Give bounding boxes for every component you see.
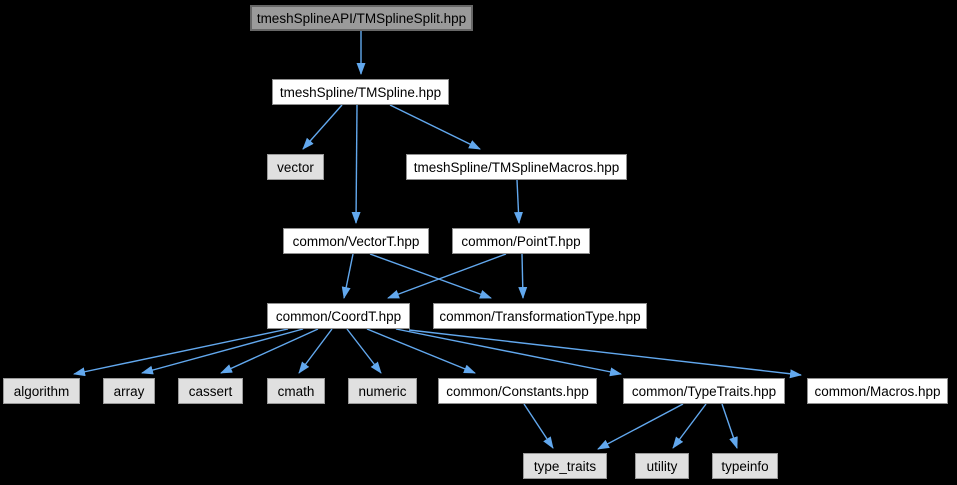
- node-array[interactable]: array: [103, 378, 155, 404]
- edge-coordt-to-macros: [408, 329, 802, 379]
- edge-typetraits-to-typeinfo: [721, 403, 738, 449]
- node-split[interactable]: tmeshSplineAPI/TMSplineSplit.hpp: [250, 5, 473, 31]
- node-algorithm[interactable]: algorithm: [3, 378, 80, 404]
- edge-coordt-to-constants: [366, 328, 476, 374]
- node-label: array: [113, 383, 145, 399]
- node-type_traits[interactable]: type_traits: [523, 453, 607, 479]
- node-label: cassert: [188, 383, 233, 399]
- node-transformationtype[interactable]: common/TransformationType.hpp: [433, 303, 647, 329]
- edge-typetraits-to-utility: [672, 403, 707, 449]
- node-label: vector: [277, 159, 314, 175]
- node-label: type_traits: [533, 458, 597, 474]
- edge-tmspline-to-tmsplinemacros: [389, 104, 481, 150]
- node-constants[interactable]: common/Constants.hpp: [438, 378, 597, 404]
- node-label: typeinfo: [721, 458, 769, 474]
- node-label: common/PointT.hpp: [461, 233, 581, 249]
- node-label: common/VectorT.hpp: [292, 233, 420, 249]
- node-typetraits[interactable]: common/TypeTraits.hpp: [623, 378, 785, 404]
- node-cassert[interactable]: cassert: [178, 378, 243, 404]
- node-label: tmeshSpline/TMSplineMacros.hpp: [413, 159, 620, 175]
- edge-typetraits-to-type_traits: [597, 403, 684, 450]
- node-label: common/TypeTraits.hpp: [631, 383, 777, 399]
- node-label: utility: [646, 458, 678, 474]
- edge-coordt-to-array: [141, 328, 304, 375]
- edge-coordt-to-numeric: [346, 328, 382, 374]
- node-label: common/CoordT.hpp: [275, 308, 402, 324]
- node-label: common/Constants.hpp: [446, 383, 589, 399]
- node-vectort[interactable]: common/VectorT.hpp: [283, 228, 429, 254]
- node-label: common/Macros.hpp: [814, 383, 941, 399]
- edge-pointt-to-coordt: [387, 253, 507, 299]
- edge-vectort-to-transformationtype: [369, 253, 492, 299]
- node-cmath[interactable]: cmath: [267, 378, 325, 404]
- node-label: common/TransformationType.hpp: [439, 308, 641, 324]
- edge-tmsplinemacros-to-pointt: [513, 179, 523, 224]
- node-macros[interactable]: common/Macros.hpp: [807, 378, 948, 404]
- node-label: cmath: [277, 383, 315, 399]
- edge-constants-to-type_traits: [523, 403, 554, 449]
- node-coordt[interactable]: common/CoordT.hpp: [267, 303, 410, 329]
- node-label: tmeshSplineAPI/TMSplineSplit.hpp: [256, 10, 467, 26]
- node-tmspline[interactable]: tmeshSpline/TMSpline.hpp: [272, 79, 449, 105]
- node-pointt[interactable]: common/PointT.hpp: [452, 228, 590, 254]
- node-numeric[interactable]: numeric: [348, 378, 417, 404]
- edge-tmspline-to-vector: [302, 104, 343, 150]
- node-label: numeric: [358, 383, 407, 399]
- edge-tmspline-to-vectort: [351, 104, 361, 224]
- node-typeinfo[interactable]: typeinfo: [712, 453, 778, 479]
- node-tmsplinemacros[interactable]: tmeshSpline/TMSplineMacros.hpp: [406, 154, 627, 180]
- node-vector[interactable]: vector: [267, 154, 324, 180]
- node-utility[interactable]: utility: [635, 453, 689, 479]
- edge-coordt-to-algorithm: [73, 328, 289, 377]
- edge-coordt-to-typetraits: [395, 328, 622, 377]
- edge-coordt-to-cassert: [220, 328, 319, 374]
- node-label: tmeshSpline/TMSpline.hpp: [279, 84, 442, 100]
- edge-vectort-to-coordt: [341, 253, 354, 299]
- edge-pointt-to-transformationtype: [518, 253, 528, 299]
- node-label: algorithm: [13, 383, 70, 399]
- edge-coordt-to-cmath: [298, 328, 333, 374]
